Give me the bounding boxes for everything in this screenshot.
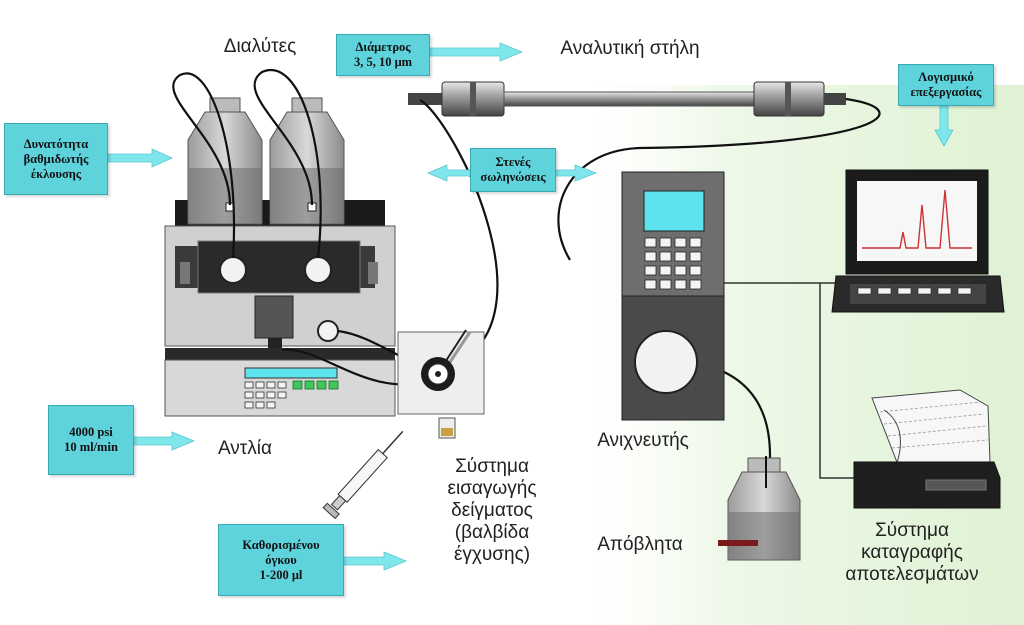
waste-bottle-icon: [718, 456, 801, 561]
arrow-volume: [341, 551, 408, 571]
syringe-icon: [322, 430, 404, 520]
label-injection: Σύστημα εισαγωγής δείγματος (βαλβίδα έγχ…: [428, 456, 556, 566]
computer-icon: [831, 169, 1005, 313]
callout-software-line: Λογισμικό: [918, 70, 974, 84]
label-waste: Απόβλητα: [597, 534, 683, 555]
label-recorder-line: αποτελεσμάτων: [845, 564, 979, 585]
label-injection-line: (βαλβίδα: [454, 522, 530, 543]
printer-icon: [853, 389, 1001, 509]
arrow-software: [934, 105, 954, 147]
callout-pressure: 4000 psi 10 ml/min: [48, 405, 134, 475]
callout-gradient: Δυνατότητα βαθμιδωτής έκλουσης: [4, 123, 108, 195]
callout-volume-line: Καθορισμένου: [242, 537, 320, 552]
label-detector: Ανιχνευτής: [597, 430, 689, 451]
label-solvents: Διαλύτες: [223, 36, 297, 57]
detector-icon: [621, 171, 725, 421]
callout-gradient-line: έκλουσης: [30, 166, 82, 181]
label-recorder: Σύστημα καταγραφής αποτελεσμάτων: [812, 520, 1012, 586]
label-recorder-line: καταγραφής: [861, 542, 963, 563]
callout-volume-line: όγκου: [265, 552, 297, 567]
label-pump: Αντλία: [217, 438, 273, 459]
callout-tubing: Στενές σωληνώσεις: [470, 148, 556, 192]
callout-pressure-line: 10 ml/min: [64, 440, 118, 454]
callout-gradient-line: βαθμιδωτής: [23, 151, 89, 166]
callout-diameter-line: 3, 5, 10 μm: [353, 55, 413, 69]
arrow-diameter: [429, 42, 524, 62]
arrow-tubing: [426, 164, 471, 182]
label-recorder-line: Σύστημα: [875, 520, 949, 541]
label-injection-line: έγχυσης): [453, 544, 531, 565]
arrow-gradient: [107, 148, 173, 168]
callout-diameter-line: Διάμετρος: [355, 40, 411, 54]
callout-pressure-line: 4000 psi: [69, 425, 113, 439]
label-injection-line: Σύστημα: [455, 456, 529, 477]
pump-icon: [164, 200, 396, 417]
callout-volume: Καθορισμένου όγκου 1-200 μl: [218, 524, 344, 596]
callout-tubing-line: σωληνώσεις: [480, 170, 546, 184]
callout-tubing-line: Στενές: [495, 155, 531, 169]
callout-software-line: επεξεργασίας: [910, 85, 982, 99]
callout-software: Λογισμικό επεξεργασίας: [898, 64, 994, 106]
callout-diameter: Διάμετρος 3, 5, 10 μm: [336, 34, 430, 76]
label-injection-line: εισαγωγής: [447, 478, 537, 499]
callout-gradient-line: Δυνατότητα: [23, 136, 89, 151]
injection-valve-icon: [397, 329, 485, 439]
column-icon: [408, 81, 846, 117]
arrow-pressure: [131, 431, 196, 451]
callout-volume-line: 1-200 μl: [259, 567, 303, 582]
arrow-tubing-right: [554, 164, 598, 182]
label-injection-line: δείγματος: [451, 500, 533, 521]
label-column: Αναλυτική στήλη: [560, 38, 700, 59]
